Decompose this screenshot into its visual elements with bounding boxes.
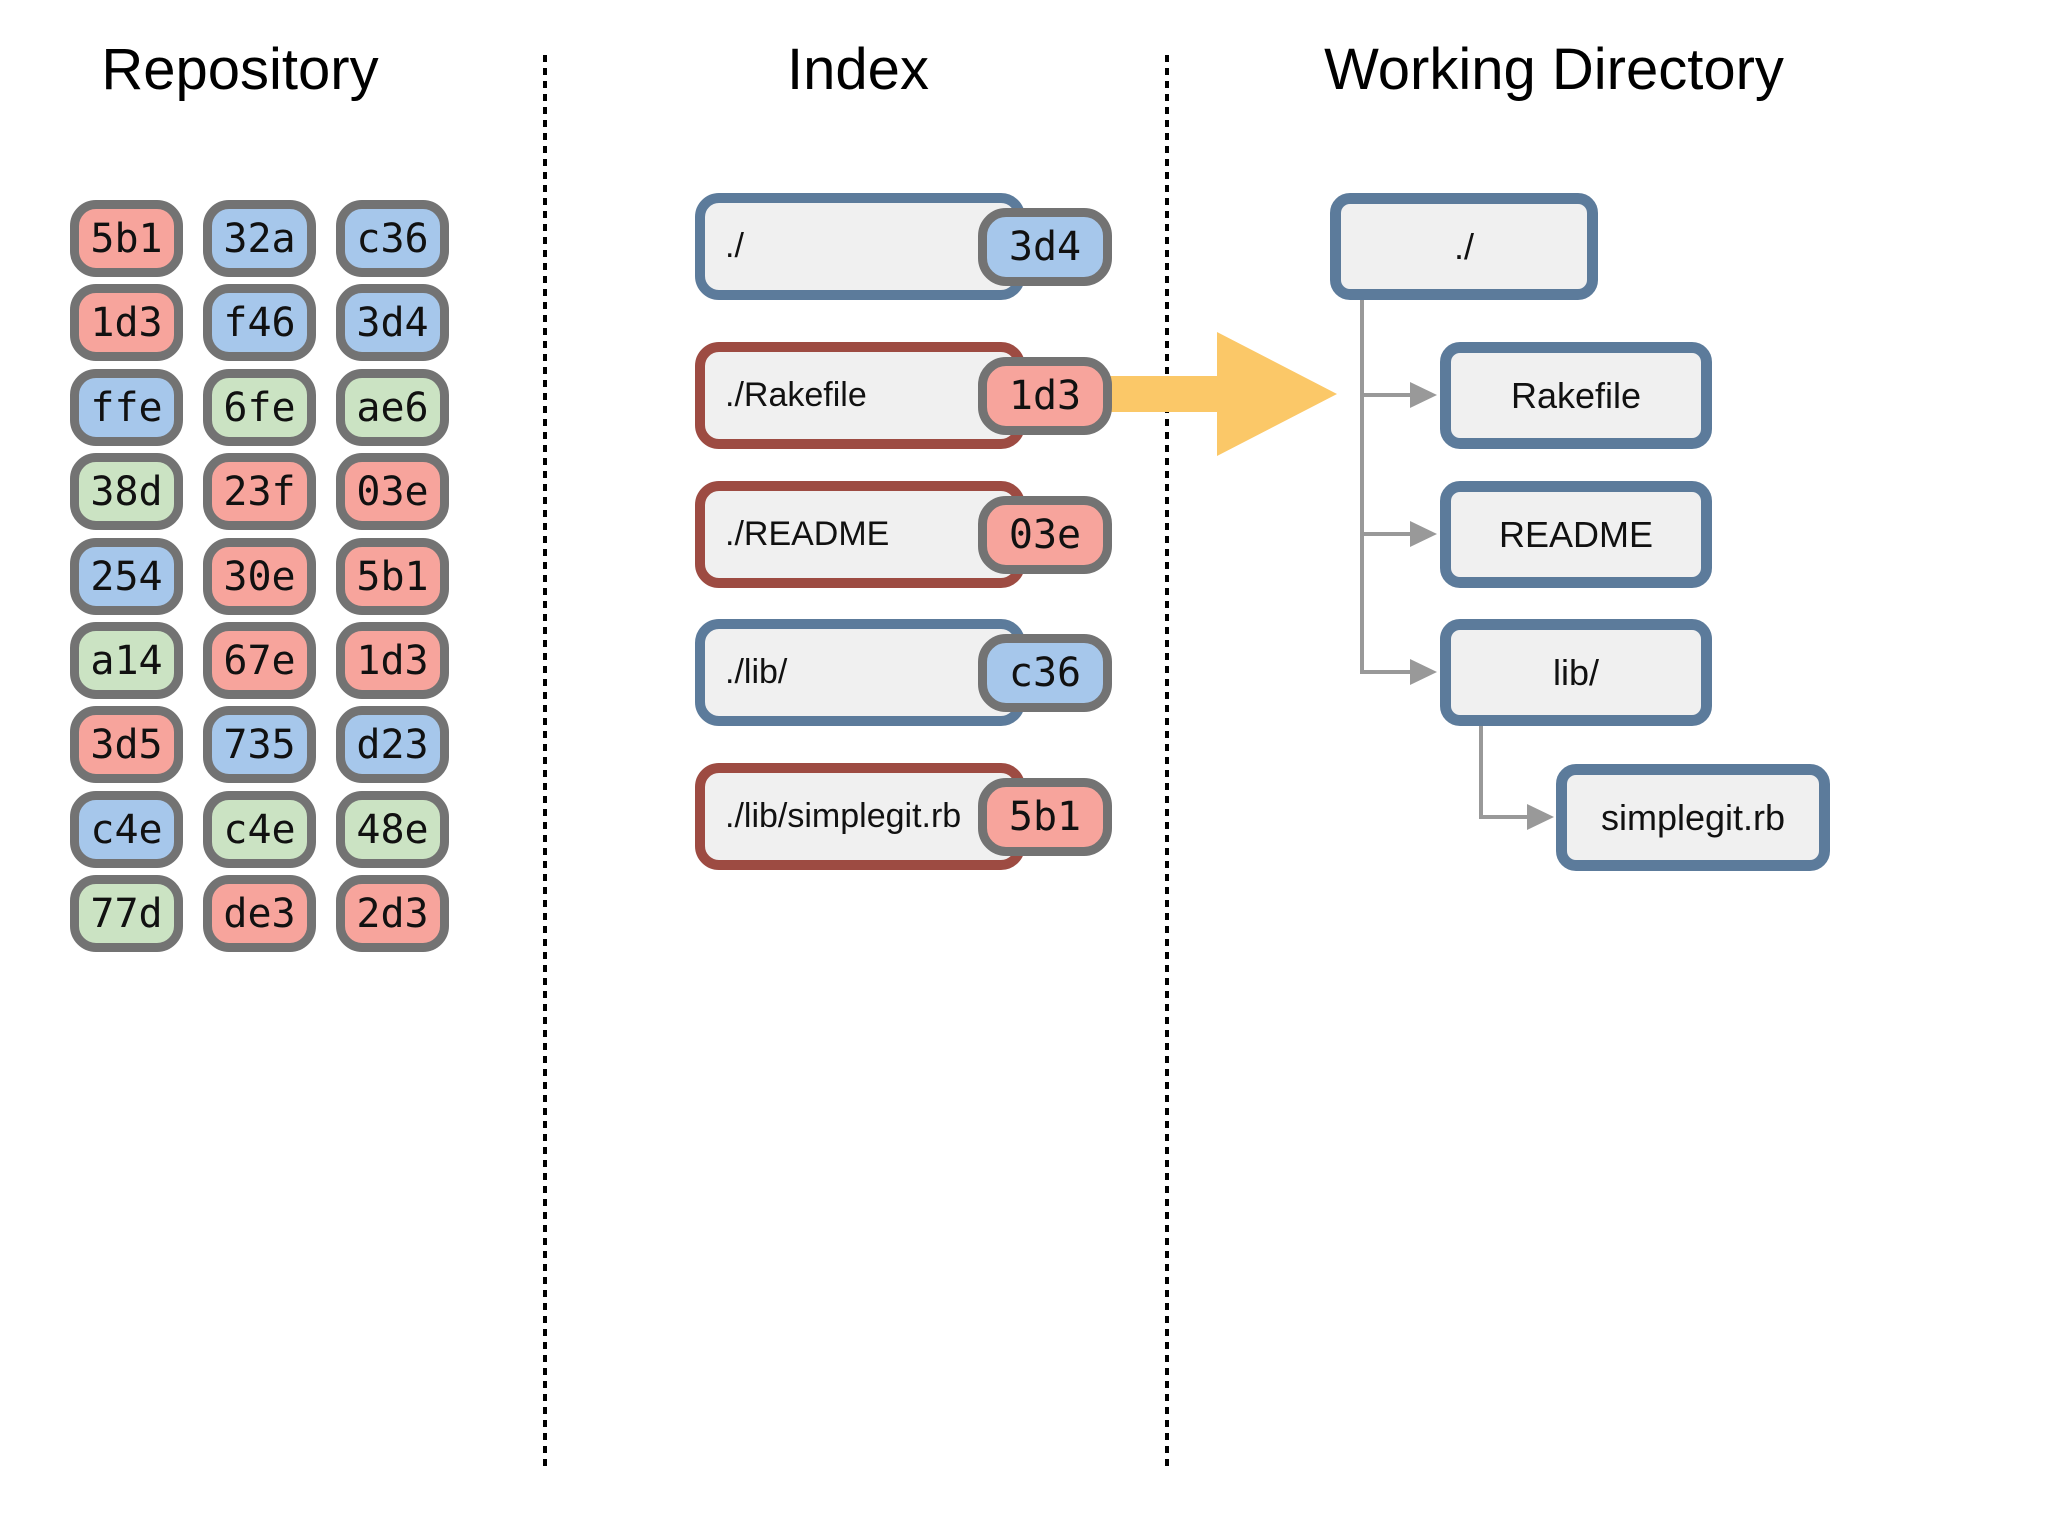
wd-node: lib/ xyxy=(1440,619,1712,726)
repo-object-pill: 1d3 xyxy=(336,622,449,699)
repository-title: Repository xyxy=(101,37,379,102)
index-entry-path: ./ xyxy=(725,227,744,265)
repo-object-pill: d23 xyxy=(336,706,449,783)
repo-object-pill: 3d4 xyxy=(336,284,449,361)
wd-branch-arrow-rakefile xyxy=(1410,382,1437,408)
wd-branch-line-lib xyxy=(1362,670,1410,674)
repo-object-pill: 77d xyxy=(70,875,183,952)
repo-object-pill: 30e xyxy=(203,538,316,615)
index-title: Index xyxy=(787,37,929,102)
index-entry-hash-pill: 03e xyxy=(978,496,1112,574)
index-entry-hash-pill: 3d4 xyxy=(978,208,1112,286)
working-directory-title: Working Directory xyxy=(1324,37,1784,102)
repo-object-pill: 32a xyxy=(203,200,316,277)
repo-object-pill: 3d5 xyxy=(70,706,183,783)
repo-object-pill: 2d3 xyxy=(336,875,449,952)
repo-object-pill: 5b1 xyxy=(336,538,449,615)
repo-object-pill: 6fe xyxy=(203,369,316,446)
index-entry: ./lib/ xyxy=(695,619,1025,726)
index-entry-hash-pill: 5b1 xyxy=(978,778,1112,856)
repo-object-pill: 23f xyxy=(203,453,316,530)
repo-object-pill: c4e xyxy=(203,791,316,868)
checkout-arrow-icon xyxy=(1095,332,1337,456)
repo-object-pill: c4e xyxy=(70,791,183,868)
repo-object-pill: 735 xyxy=(203,706,316,783)
repo-object-pill: 38d xyxy=(70,453,183,530)
repo-object-pill: de3 xyxy=(203,875,316,952)
wd-trunk-line xyxy=(1360,300,1364,674)
repo-object-pill: ae6 xyxy=(336,369,449,446)
repo-object-pill: 254 xyxy=(70,538,183,615)
wd-node: README xyxy=(1440,481,1712,588)
wd-node: simplegit.rb xyxy=(1556,764,1830,871)
lib-branch-arrow-simplegit xyxy=(1527,804,1554,830)
repo-object-pill: 5b1 xyxy=(70,200,183,277)
column-divider-right xyxy=(1165,55,1169,1467)
index-entry-hash-pill: c36 xyxy=(978,634,1112,712)
wd-branch-line-readme xyxy=(1362,532,1410,536)
index-entry: ./lib/simplegit.rb xyxy=(695,763,1025,870)
wd-branch-arrow-lib xyxy=(1410,659,1437,685)
index-entry: ./README xyxy=(695,481,1025,588)
repo-object-pill: f46 xyxy=(203,284,316,361)
index-entry-hash-pill: 1d3 xyxy=(978,357,1112,435)
column-divider-left xyxy=(543,55,547,1467)
wd-node: ./ xyxy=(1330,193,1598,300)
repo-object-pill: a14 xyxy=(70,622,183,699)
lib-branch-line-simplegit xyxy=(1479,815,1527,819)
index-entry-path: ./Rakefile xyxy=(725,376,867,414)
repo-object-pill: 03e xyxy=(336,453,449,530)
repo-object-pill: ffe xyxy=(70,369,183,446)
index-entry-path: ./README xyxy=(725,515,890,553)
repo-object-pill: 1d3 xyxy=(70,284,183,361)
wd-branch-arrow-readme xyxy=(1410,521,1437,547)
index-entry-path: ./lib/ xyxy=(725,653,788,691)
repo-object-pill: c36 xyxy=(336,200,449,277)
repo-object-pill: 48e xyxy=(336,791,449,868)
index-entry-path: ./lib/simplegit.rb xyxy=(725,797,962,835)
wd-node: Rakefile xyxy=(1440,342,1712,449)
lib-trunk-line xyxy=(1479,726,1483,819)
wd-branch-line-rakefile xyxy=(1362,393,1410,397)
index-entry: ./Rakefile xyxy=(695,342,1025,449)
repo-object-pill: 67e xyxy=(203,622,316,699)
